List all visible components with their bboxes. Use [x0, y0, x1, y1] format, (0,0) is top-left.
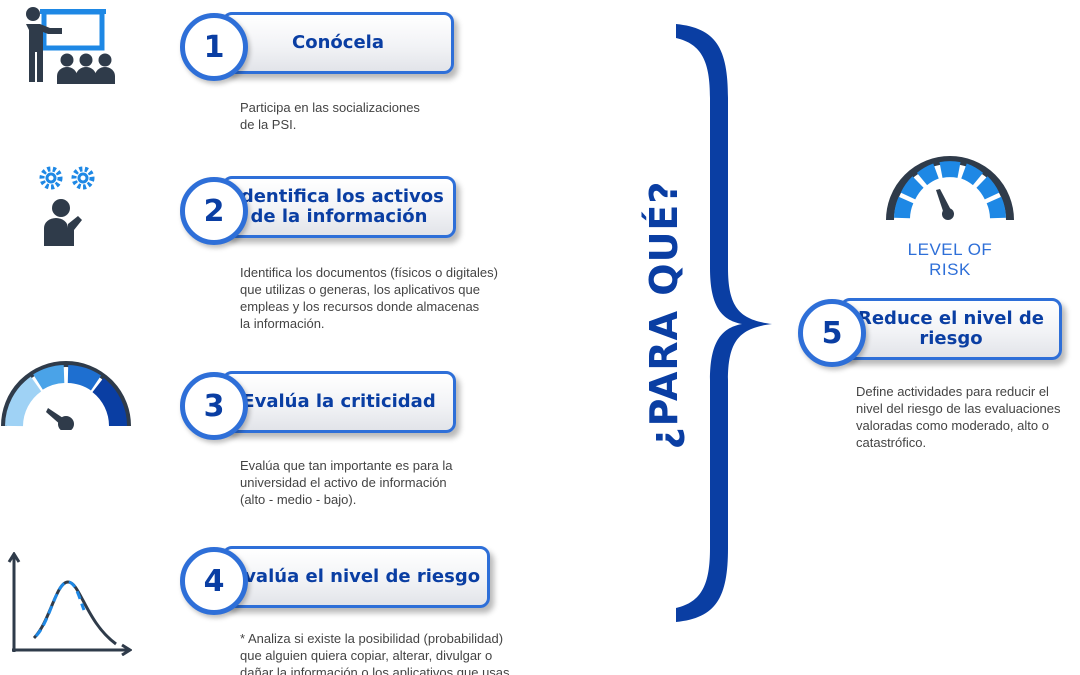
step-5-title: Reduce el nivel de riesgo: [857, 308, 1044, 349]
step-1-card: Conócela: [222, 12, 454, 74]
step-4-title: Evalúa el nivel de riesgo: [231, 566, 481, 587]
step-3-title: Evalúa la criticidad: [242, 391, 436, 412]
step-4-number-badge: 4: [180, 547, 248, 615]
step-1-title: Conócela: [292, 32, 384, 53]
thinking-person-gears-icon: [39, 166, 95, 246]
step-2-number-badge: 2: [180, 177, 248, 245]
bell-curve-chart-icon: [7, 552, 132, 656]
step-2-title: Identifica los activos de la información: [234, 186, 444, 227]
step-1-description: Participa en las socializaciones de la P…: [240, 100, 420, 132]
step-3-card: Evalúa la criticidad: [222, 371, 456, 433]
step-4-card: Evalúa el nivel de riesgo: [222, 546, 490, 608]
step-5-card: Reduce el nivel de riesgo: [840, 298, 1062, 360]
right-curly-brace: [676, 24, 772, 622]
step-2-card: Identifica los activos de la información: [222, 176, 456, 238]
step-5-description: Define actividades para reducir el nivel…: [856, 384, 1061, 450]
step-1-number-badge: 1: [180, 13, 248, 81]
risk-gauge-icon: [886, 156, 1014, 221]
gauge-icon: [1, 361, 131, 430]
presentation-icon: [26, 7, 115, 84]
step-2-description: Identifica los documentos (físicos o dig…: [240, 265, 498, 331]
step-3-description: Evalúa que tan importante es para la uni…: [240, 458, 453, 507]
step-3-number-badge: 3: [180, 372, 248, 440]
step-5-number-badge: 5: [798, 299, 866, 367]
step-4-description: * Analiza si existe la posibilidad (prob…: [240, 631, 514, 675]
risk-gauge-label: LEVEL OF RISK: [907, 240, 993, 279]
